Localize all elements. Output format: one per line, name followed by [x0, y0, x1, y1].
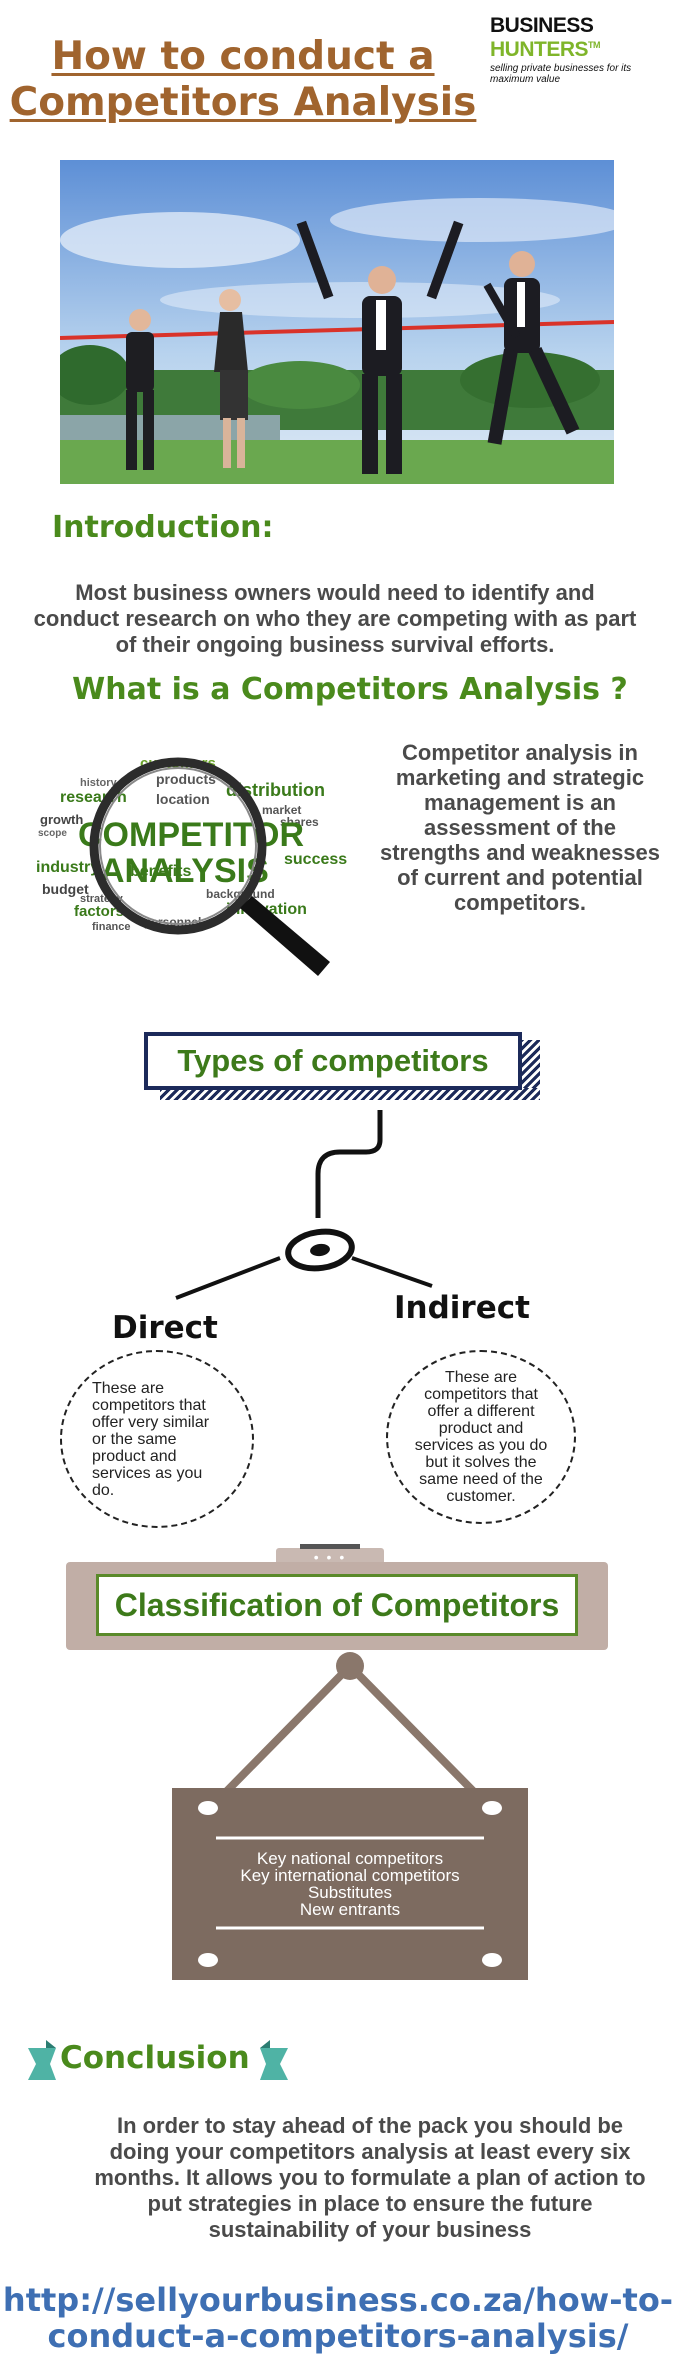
cloud-word: location — [156, 791, 210, 807]
classification-heading: Classification of Competitors — [96, 1574, 578, 1636]
hero-photo-business-race — [60, 160, 614, 484]
list-item: Key international competitors — [240, 1866, 460, 1885]
classification-hanger-bar — [300, 1544, 360, 1549]
cloud-word: industry — [36, 859, 99, 876]
what-is-heading: What is a Competitors Analysis ? — [72, 672, 628, 707]
competitor-analysis-word-cloud: customers research products distribution… — [30, 740, 370, 985]
article-url-link[interactable]: http://sellyourbusiness.co.za/how-to- co… — [0, 2282, 676, 2354]
conclusion-ribbon — [28, 2040, 288, 2080]
cloud-word: factors — [74, 903, 124, 920]
classification-signboard — [172, 1788, 528, 1980]
cloud-word: history — [80, 777, 118, 789]
cloud-word: benefits — [130, 863, 191, 880]
cloud-word: success — [284, 851, 347, 868]
cloud-word: growth — [40, 812, 83, 827]
cloud-word: shares — [280, 815, 319, 829]
direct-label: Direct — [112, 1310, 218, 1346]
types-of-competitors-heading: Types of competitors — [144, 1032, 522, 1090]
title-line-1: How to conduct a — [51, 34, 435, 79]
cloud-main-competitor: COMPETITOR — [78, 816, 304, 854]
classification-list: Key national competitors Key internation… — [172, 1850, 528, 1918]
cloud-word: products — [156, 771, 216, 787]
cloud-word: finance — [92, 921, 131, 933]
cloud-main-analysis: ANALYSIS — [100, 852, 269, 890]
direct-description-text: These are competitors that offer very si… — [92, 1379, 210, 1499]
indirect-description-circle: These are competitors that offer a diffe… — [386, 1350, 576, 1524]
url-line-2[interactable]: conduct-a-competitors-analysis/ — [47, 2317, 629, 2355]
cloud-word: budget — [42, 881, 89, 897]
business-hunters-logo: BUSINESS HUNTERSTM selling private busin… — [490, 14, 670, 85]
classification-hanger-tab — [276, 1548, 384, 1566]
title-line-2: Competitors Analysis — [9, 80, 477, 125]
direct-description-circle: These are competitors that offer very si… — [60, 1350, 254, 1528]
cloud-word: scope — [38, 828, 67, 839]
logo-word-business: BUSINESS — [490, 14, 594, 37]
url-line-1[interactable]: http://sellyourbusiness.co.za/how-to- — [2, 2281, 674, 2319]
types-box-shadow-right — [520, 1040, 540, 1096]
list-item: Key national competitors — [256, 1849, 444, 1868]
what-is-definition-text: Competitor analysis in marketing and str… — [380, 740, 661, 915]
sign-hanger-ropes — [219, 1652, 481, 1799]
cloud-word: market — [262, 803, 301, 817]
indirect-description-text: These are competitors that offer a diffe… — [414, 1369, 548, 1505]
indirect-label: Indirect — [394, 1290, 530, 1326]
logo-tagline: selling private businesses for its maxim… — [490, 63, 632, 85]
cloud-word: distribution — [226, 780, 325, 800]
list-item: Substitutes — [307, 1883, 393, 1902]
conclusion-text: In order to stay ahead of the pack you s… — [94, 2113, 646, 2242]
classification-dots: • • • — [313, 1549, 347, 1565]
logo-trademark: TM — [588, 40, 601, 50]
conclusion-heading: Conclusion — [60, 2040, 250, 2076]
types-box-shadow-bottom — [160, 1088, 540, 1100]
types-connector-diagram — [175, 1110, 433, 1300]
introduction-text: Most business owners would need to ident… — [33, 580, 637, 657]
introduction-heading: Introduction: — [52, 510, 274, 545]
list-item: New entrants — [299, 1900, 401, 1919]
page-title: How to conduct a Competitors Analysis — [8, 34, 478, 126]
logo-word-hunters: HUNTERS — [490, 38, 589, 61]
